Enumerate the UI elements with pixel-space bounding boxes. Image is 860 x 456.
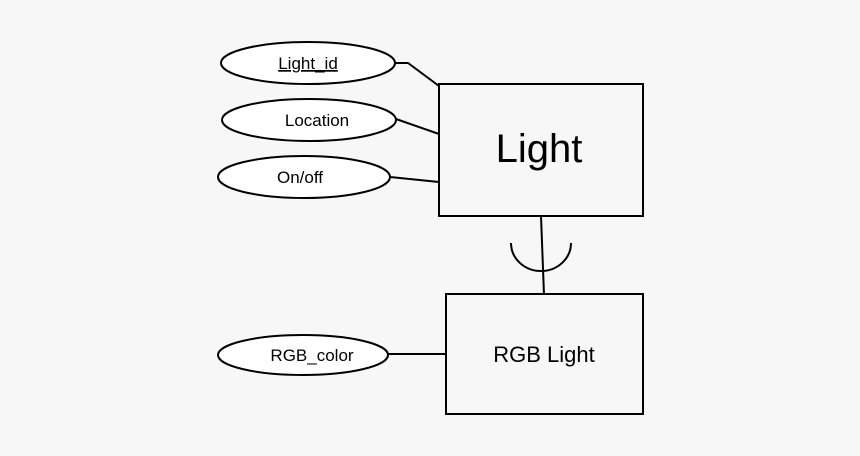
entity-rgb-light: RGB Light	[445, 293, 644, 415]
connector-on-off	[389, 176, 440, 183]
entity-rgb-light-label: RGB Light	[493, 342, 595, 367]
entity-rgb-light-box	[445, 293, 644, 415]
attribute-light-id-ellipse	[220, 41, 396, 85]
attribute-location: Location	[221, 98, 397, 142]
entity-light: Light	[438, 83, 644, 217]
connector-inheritance	[540, 215, 545, 296]
entity-light-box	[438, 83, 644, 217]
attribute-on-off: On/off	[217, 155, 391, 199]
subset-symbol	[510, 242, 572, 272]
attribute-location-label: Location	[285, 111, 349, 130]
attribute-rgb-color-ellipse	[217, 334, 389, 376]
attribute-rgb-color-label: RGB_color	[270, 346, 353, 365]
attribute-on-off-ellipse	[217, 155, 391, 199]
attribute-on-off-label: On/off	[277, 168, 323, 187]
connectors	[388, 62, 572, 355]
attribute-location-ellipse	[221, 98, 397, 142]
attribute-light-id: Light_id	[220, 41, 396, 85]
entity-light-label: Light	[496, 127, 583, 171]
attribute-rgb-color: RGB_color	[217, 334, 389, 376]
attribute-light-id-label: Light_id	[278, 54, 338, 73]
connector-light-id	[395, 62, 440, 87]
connector-location	[395, 118, 440, 135]
